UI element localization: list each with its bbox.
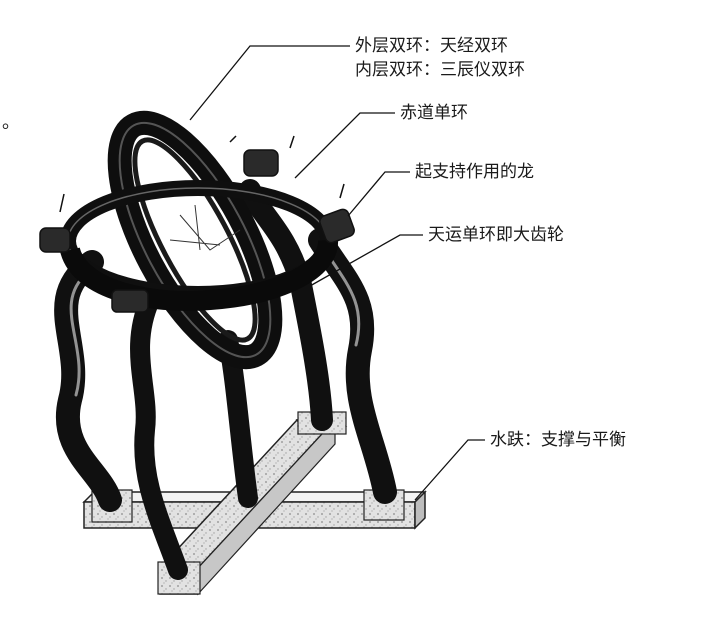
dragon-label: 起支持作用的龙 (415, 162, 534, 182)
leader-lines (189, 45, 485, 501)
gear-ring-label: 天运单环即大齿轮 (428, 225, 564, 245)
inner-ring-label: 内层双环：三辰仪双环 (355, 60, 525, 80)
outer-meridian-ring (107, 110, 283, 370)
water-trough-label: 水趺：支撑与平衡 (490, 430, 626, 450)
inner-frame-lines (169, 204, 241, 251)
water-trough-base (82, 411, 427, 596)
equator-ring-label: 赤道单环 (400, 103, 468, 123)
dragon-heads (39, 135, 355, 313)
outer-ring-label: 外层双环：天经双环 (355, 36, 508, 56)
stray-mark: 。 (2, 112, 20, 133)
